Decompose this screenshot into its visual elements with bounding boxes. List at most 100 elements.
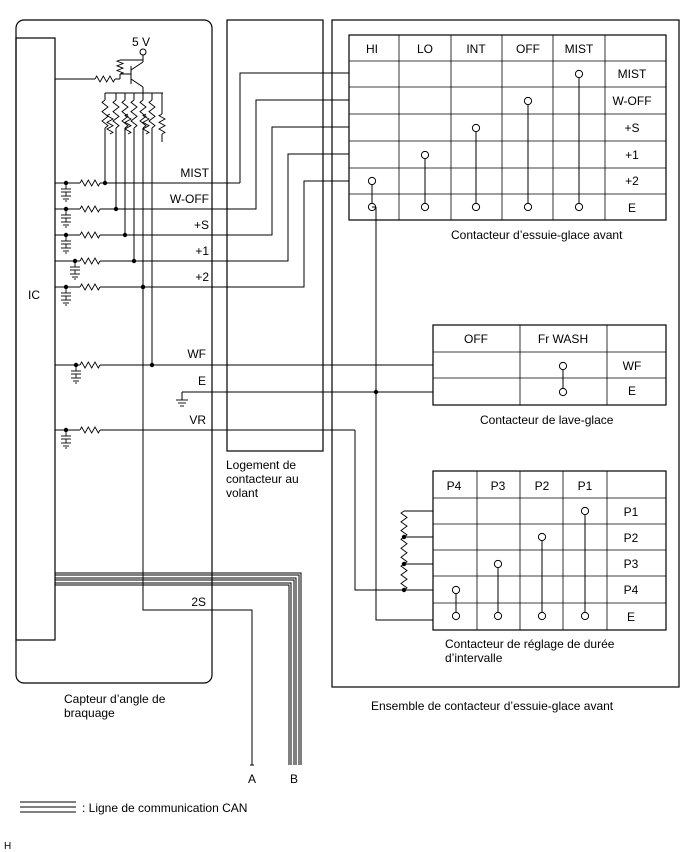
pullup-resistor [112,99,120,129]
can-line [55,572,302,765]
wiper-col-hi: HI [366,42,378,56]
wire-s [240,126,349,236]
sensor-caption-line2: braquage [64,706,115,720]
junction-dot [401,587,407,593]
contact-node [420,202,430,212]
interval-switch-caption-line2: d’intervalle [445,651,503,665]
transistor-collector [130,61,144,71]
signal-label-mist: MIST [180,166,209,180]
wiper-row-e: E [628,201,636,215]
contact-node [558,387,568,397]
can-line [55,579,295,765]
steering-angle-sensor-outline [15,19,213,684]
junction-dot [401,561,407,567]
signal-label-w-off: W-OFF [170,192,209,206]
interval-row-p2: P2 [624,531,639,545]
pullup-resistor [158,113,166,135]
signal-label-wf: WF [187,347,206,361]
interval-col-p3: P3 [491,479,506,493]
bias-resistor [115,59,125,75]
washer-row-wf: WF [623,359,642,373]
ic-label: IC [28,288,40,302]
contact-node [580,611,590,621]
pullup-resistor [121,99,129,129]
interval-col-p4: P4 [447,479,462,493]
signal-resistor [79,361,101,369]
wire-2s [142,287,253,765]
interval-row-p1: P1 [624,505,639,519]
contact-node [451,611,461,621]
pullup-resistor [124,113,132,135]
wiper-col-off: OFF [516,42,540,56]
ic-block [15,37,56,641]
wiper-col-int: INT [466,42,486,56]
washer-col-fr-wash: Fr WASH [538,332,588,346]
wiper-row-2: +2 [625,174,639,188]
contact-node [574,202,584,212]
contact-node [420,150,430,160]
wire-2 [240,180,349,288]
ladder-resistor [400,563,408,591]
sensor-caption-line1: Capteur d’angle de [64,692,166,706]
can-line [55,577,297,765]
wiper-col-mist: MIST [565,42,594,56]
wiper-switch-caption: Contacteur d’essuie-glace avant [451,228,623,242]
wire-e-bus [375,207,433,621]
wire-1 [240,153,349,262]
junction-dot [140,284,146,290]
signal-resistor [79,257,101,265]
wire-vr [354,430,404,591]
contact-node [580,506,590,516]
washer-row-e: E [628,384,636,398]
contact-node [451,585,461,595]
contact-node [523,202,533,212]
interval-row-p3: P3 [624,557,639,571]
housing-caption-line3: volant [226,486,259,500]
pullup-resistor [142,113,150,135]
signal-resistor [79,231,101,239]
washer-col-off: OFF [464,332,488,346]
transistor-emitter [130,78,144,88]
wiper-col-lo: LO [417,42,433,56]
contact-node [493,611,503,621]
pullup-resistor [139,99,147,129]
contact-node [471,123,481,133]
signal-label-1: +1 [195,244,209,258]
diagram-linework [15,19,680,813]
can-line [55,584,290,765]
interval-row-p4: P4 [624,583,639,597]
assembly-caption: Ensemble de contacteur d’essuie-glace av… [371,699,614,713]
signal-label-2: +2 [195,270,209,284]
terminal-a-label: A [248,772,256,786]
signal-label-e: E [198,374,206,388]
can-line [55,582,292,765]
contact-node [558,361,568,371]
corner-mark: H [4,841,11,852]
supply-voltage-label: 5 V [132,35,150,49]
contact-node [537,611,547,621]
signal-resistor [79,179,101,187]
interval-switch-table [432,470,667,631]
ladder-resistor [400,510,408,538]
interval-col-p1: P1 [578,479,593,493]
contact-node [471,202,481,212]
pullup-resistor [148,99,156,129]
signal-label-s: +S [194,218,209,232]
wiper-switch-table [348,34,667,221]
interval-row-e: E [627,610,635,624]
washer-switch-table [432,324,667,406]
interval-switch-caption-line1: Contacteur de réglage de durée [445,637,615,651]
housing-caption-line2: contacteur au [226,472,299,486]
pullup-resistor [106,113,114,135]
signal-resistor [79,283,101,291]
signal-label-vr: VR [189,413,206,427]
contact-node [574,69,584,79]
signal-resistor [79,426,101,434]
terminal-b-label: B [290,772,298,786]
wire-mist [239,72,349,183]
bias-resistor [94,75,116,83]
ladder-resistor [400,536,408,565]
interval-col-p2: P2 [535,479,550,493]
pullup-resistor [130,99,138,129]
